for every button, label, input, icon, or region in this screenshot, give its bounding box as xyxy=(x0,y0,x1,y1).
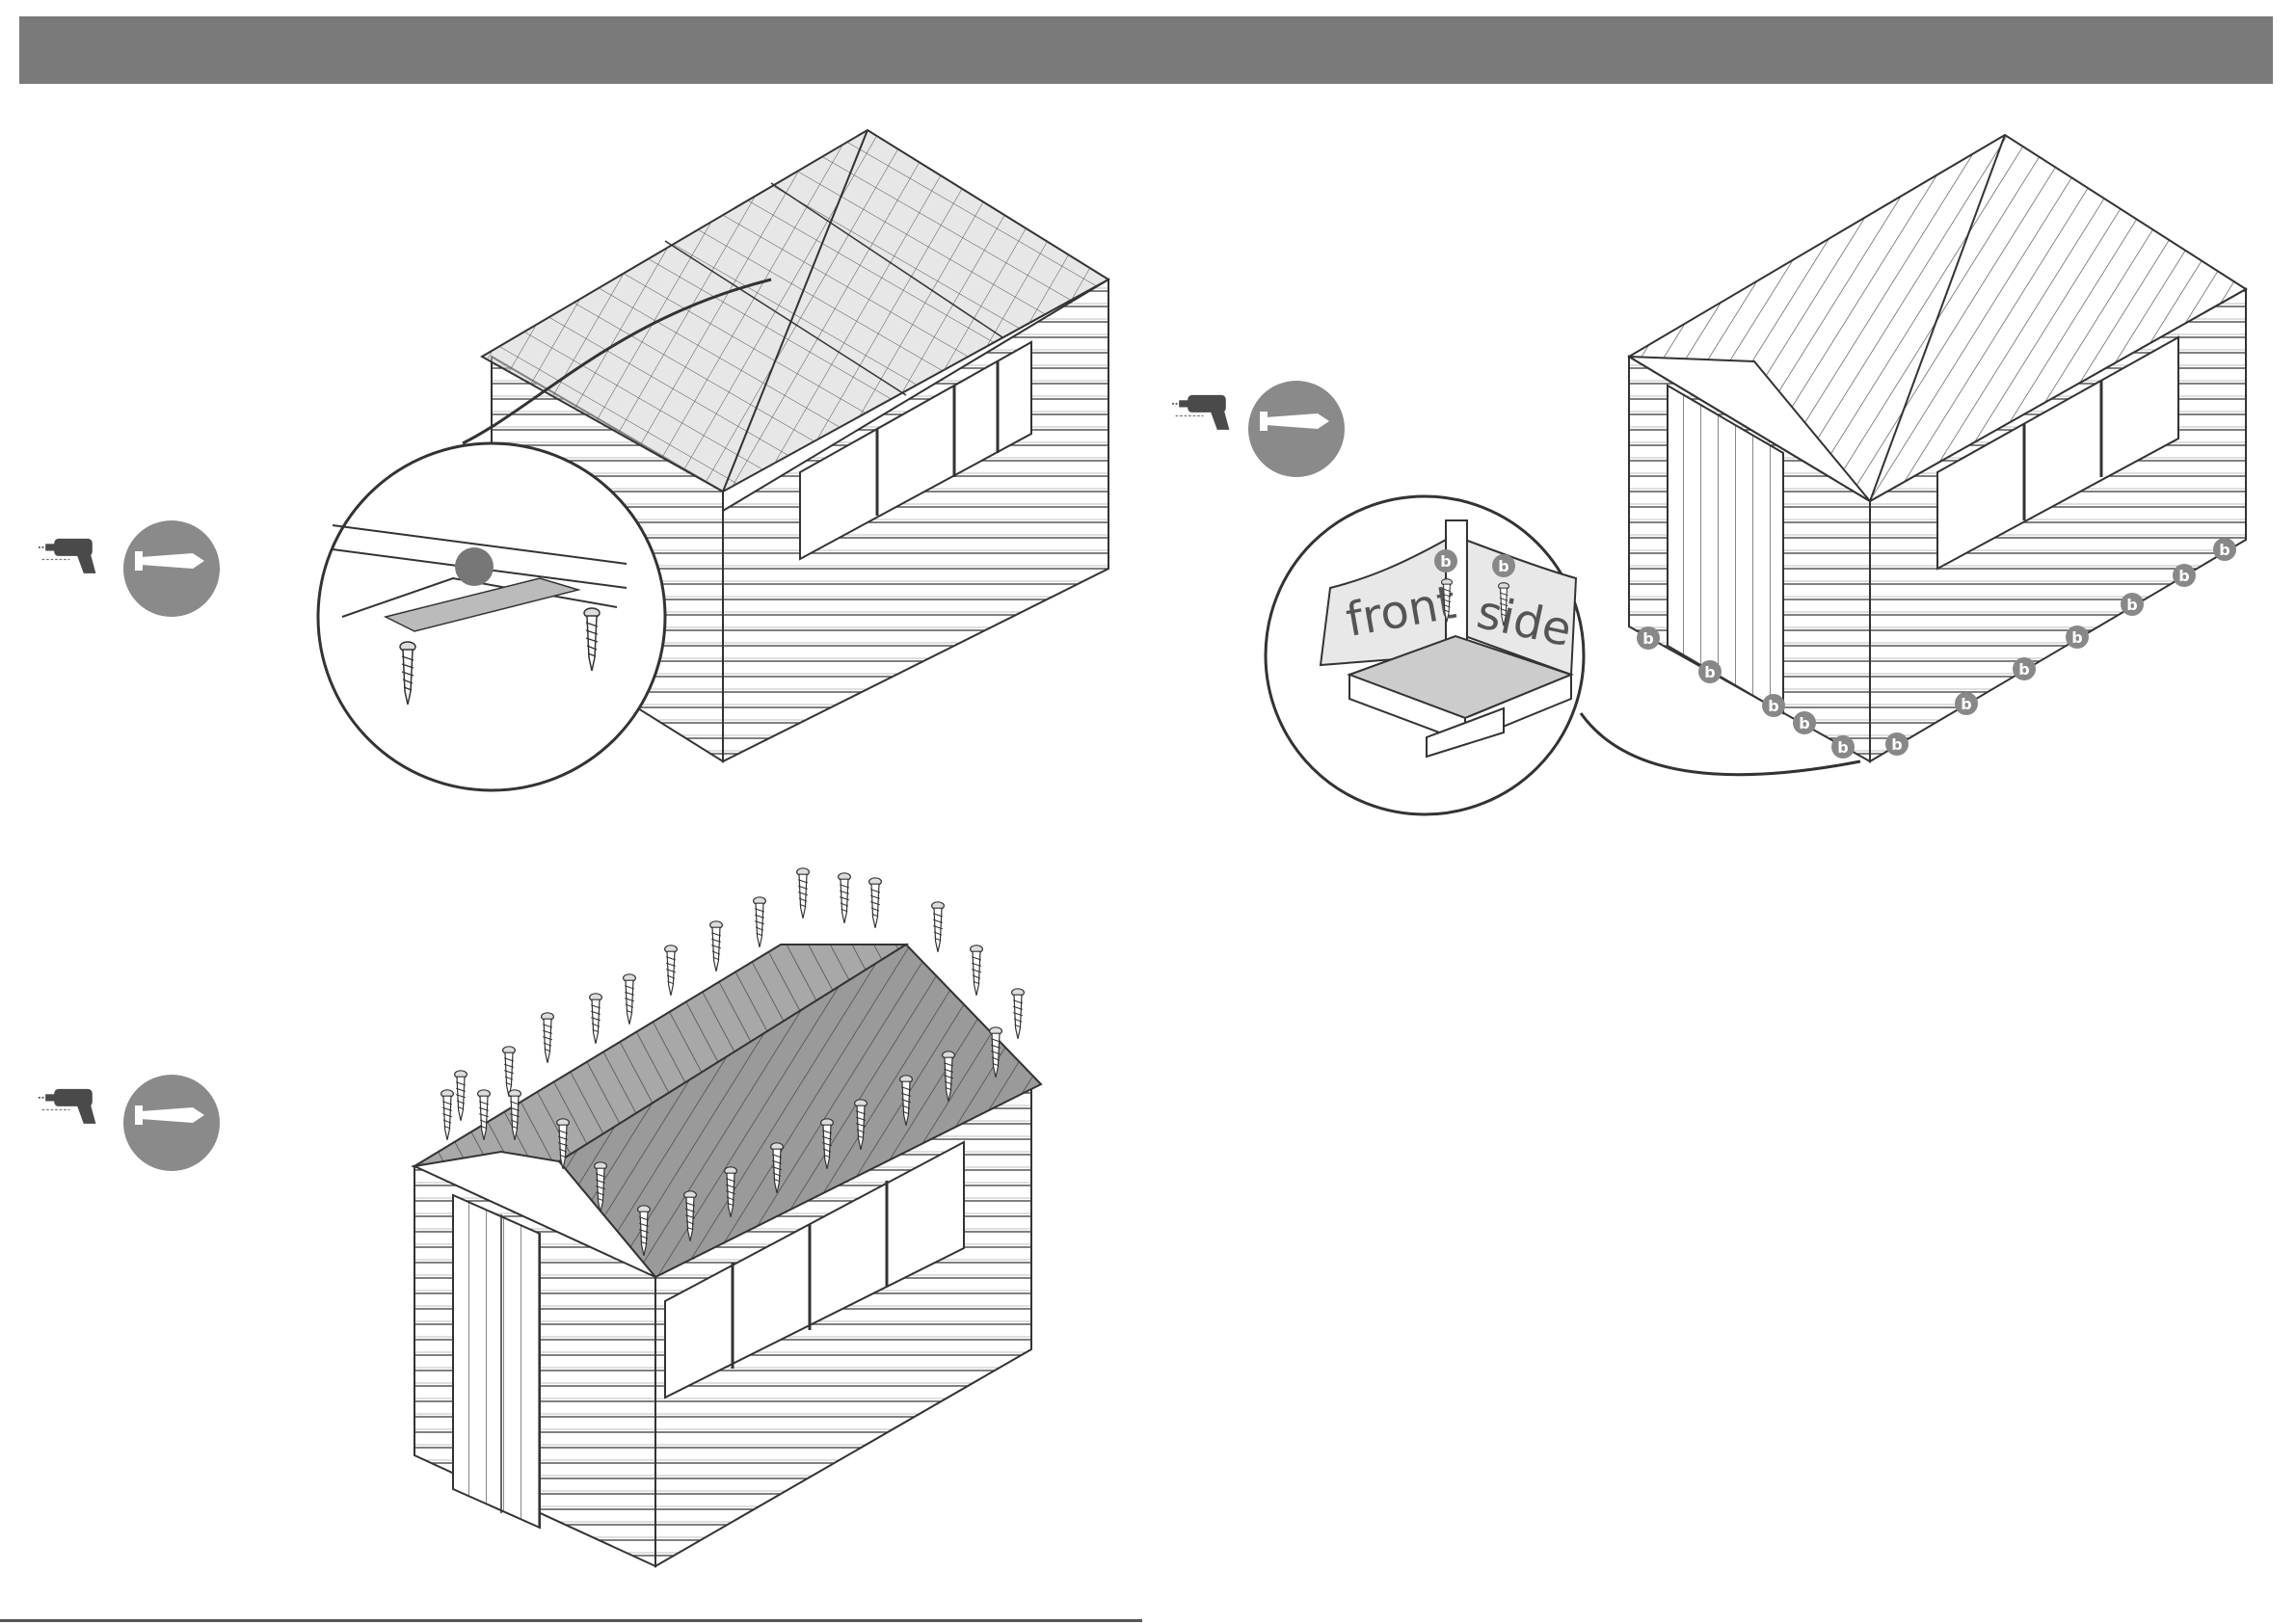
drill-icon xyxy=(39,539,95,573)
fixing-marker: b xyxy=(2173,564,2196,587)
panel-step-roof-frame xyxy=(39,130,1108,790)
screw-icon xyxy=(1248,381,1345,477)
bottom-rule xyxy=(0,1619,1142,1622)
fixing-marker: b xyxy=(2121,593,2144,616)
svg-text:b: b xyxy=(2071,628,2082,647)
svg-text:b: b xyxy=(1961,695,1971,713)
fixing-marker: b xyxy=(1492,554,1515,577)
svg-text:b: b xyxy=(1498,557,1508,575)
svg-text:b: b xyxy=(2178,567,2189,585)
svg-text:b: b xyxy=(1837,738,1848,757)
svg-text:b: b xyxy=(1440,552,1451,571)
svg-text:b: b xyxy=(1768,697,1778,715)
fixing-marker: b xyxy=(1698,660,1722,683)
svg-text:b: b xyxy=(1799,714,1809,732)
drill-icon xyxy=(39,1089,95,1124)
fixing-marker: b xyxy=(2013,657,2036,680)
panel-step-roof-felt xyxy=(39,868,1041,1566)
fixing-marker: b xyxy=(1637,626,1660,650)
drill-icon xyxy=(1172,395,1229,430)
svg-text:b: b xyxy=(2126,596,2137,614)
fixing-marker: b xyxy=(1762,694,1785,717)
svg-text:b: b xyxy=(2219,541,2229,559)
panel-step-floor-fixing: b b b b b b b b b b b b front side b xyxy=(1172,135,2246,814)
svg-text:b: b xyxy=(2018,660,2029,679)
fixing-marker: b xyxy=(2066,626,2089,649)
fixing-marker: b xyxy=(1955,692,1978,715)
svg-text:b: b xyxy=(1891,735,1902,754)
fixing-marker: b xyxy=(1434,549,1457,572)
svg-text:b: b xyxy=(1704,663,1715,681)
svg-text:b: b xyxy=(1642,629,1653,648)
fixing-marker: b xyxy=(1831,735,1855,759)
screw-icon xyxy=(123,1075,220,1171)
fixing-marker: b xyxy=(1885,732,1909,756)
fixing-marker: b xyxy=(2213,538,2236,561)
fixing-marker: b xyxy=(1793,711,1816,734)
screw-icon xyxy=(123,520,220,617)
